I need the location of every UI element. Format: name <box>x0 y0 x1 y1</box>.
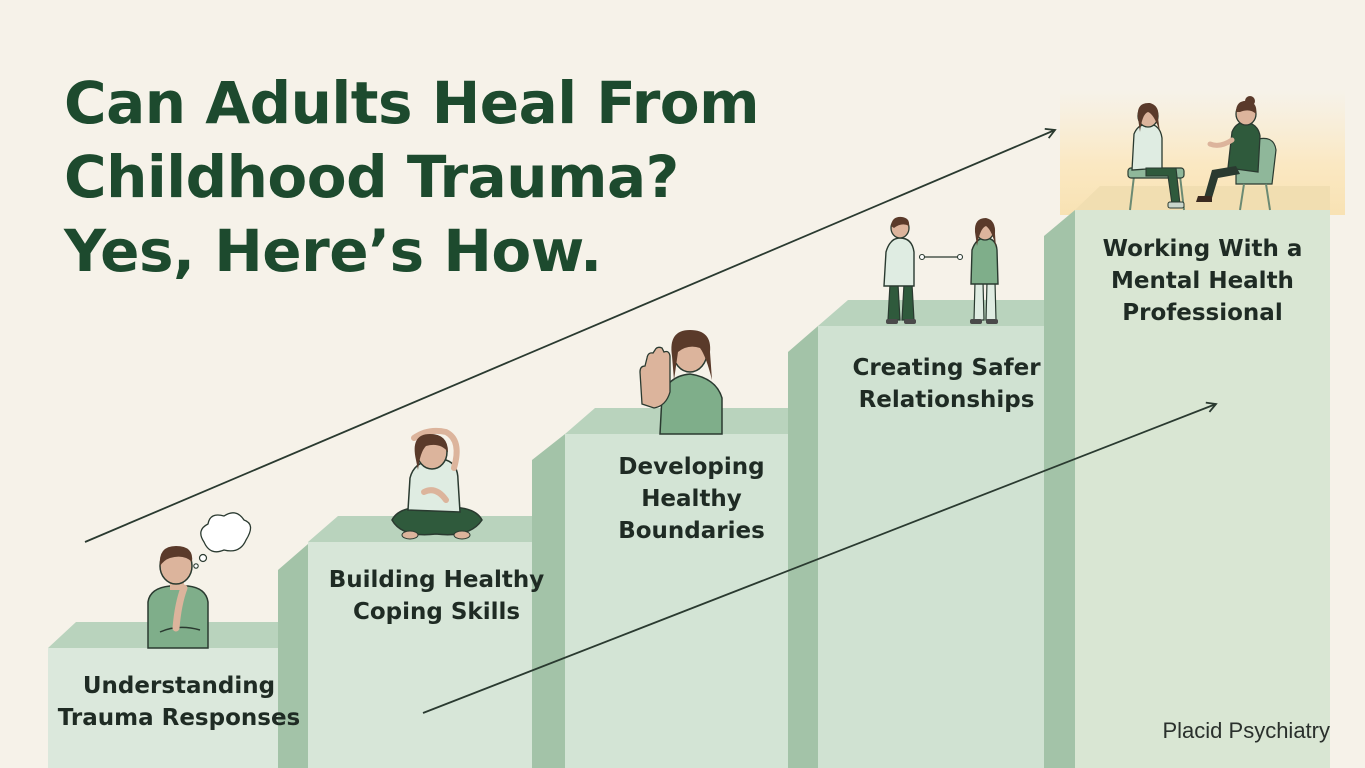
step-3 <box>532 408 818 768</box>
step-1-label-line-2: Trauma Responses <box>57 705 301 731</box>
step-3-label-line-3: Boundaries <box>618 518 765 544</box>
title-line-1: Can Adults Heal From <box>64 69 760 137</box>
thinking-person-icon <box>147 546 209 649</box>
page-title: Can Adults Heal From Childhood Trauma? Y… <box>64 66 824 288</box>
step-3-label-line-1: Developing <box>618 454 765 480</box>
brand-name: Placid Psychiatry <box>1162 718 1330 743</box>
step-5 <box>1044 186 1330 768</box>
step-4 <box>788 300 1075 768</box>
step-3-label: Developing Healthy Boundaries <box>565 451 818 547</box>
step-2-label-line-1: Building Healthy <box>328 567 545 593</box>
connected-couple-icon <box>883 216 999 324</box>
step-2-label: Building Healthy Coping Skills <box>308 564 565 628</box>
step-1-label: Understanding Trauma Responses <box>48 670 310 734</box>
step-4-label: Creating Safer Relationships <box>818 352 1075 416</box>
step-5-label-line-3: Professional <box>1122 300 1283 326</box>
progress-arrow-icon <box>422 401 1218 714</box>
step-4-label-line-2: Relationships <box>858 387 1035 413</box>
step-4-label-line-1: Creating Safer <box>852 355 1041 381</box>
step-3-label-line-2: Healthy <box>641 486 742 512</box>
step-2-label-line-2: Coping Skills <box>352 599 521 625</box>
thought-bubble-icon <box>193 512 252 569</box>
step-5-label-line-2: Mental Health <box>1111 268 1294 294</box>
title-line-3: Yes, Here’s How. <box>64 217 602 285</box>
stretching-person-icon <box>391 427 483 540</box>
title-line-2: Childhood Trauma? <box>64 143 679 211</box>
step-5-label: Working With a Mental Health Professiona… <box>1075 233 1330 329</box>
therapy-session-icon <box>1127 96 1277 211</box>
step-2 <box>278 516 565 768</box>
step-5-label-line-1: Working With a <box>1102 236 1303 262</box>
progress-arrow-icon <box>84 128 1057 543</box>
step-1-label-line-1: Understanding <box>82 673 276 699</box>
stop-hand-person-icon <box>639 330 723 435</box>
